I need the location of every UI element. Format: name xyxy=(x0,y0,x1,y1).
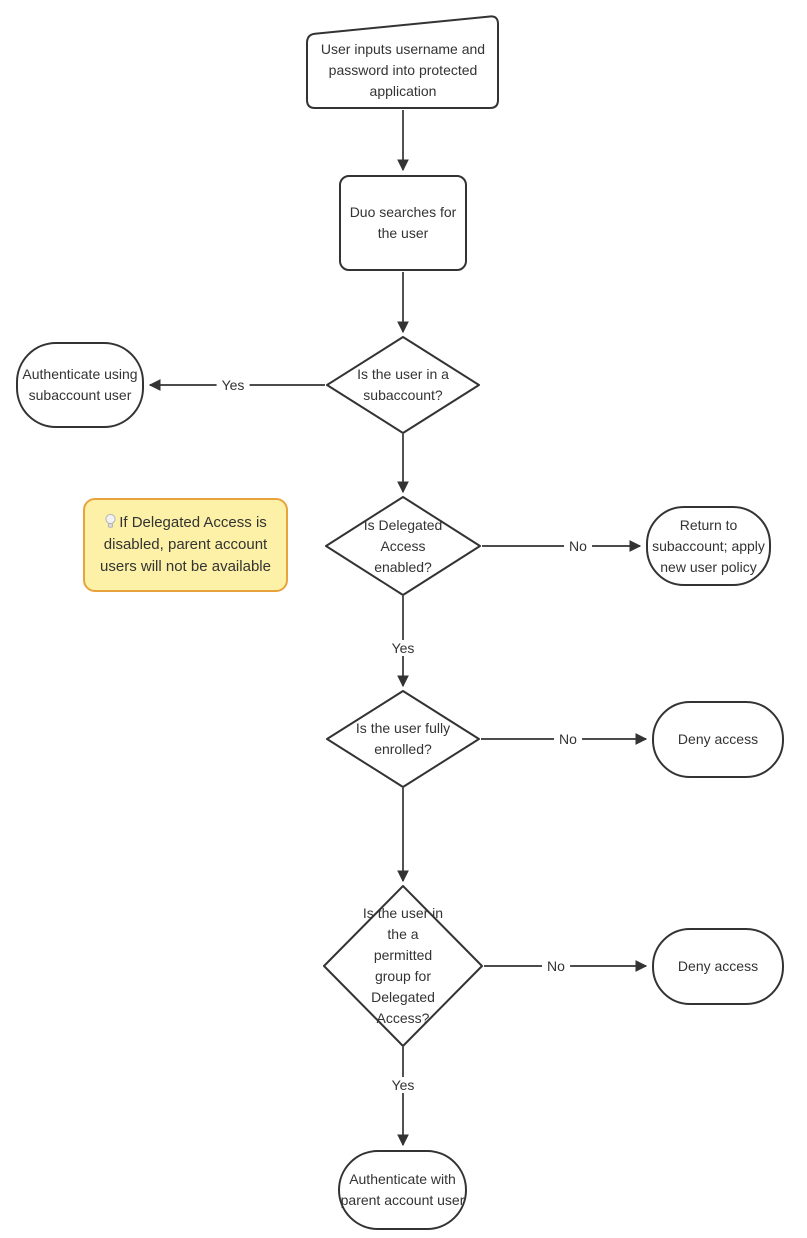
decision-delegated-label: Is Delegated Access enabled? xyxy=(363,516,443,575)
edge-label-no-enrolled: No xyxy=(554,731,582,747)
node-duo-searches: Duo searches for the user xyxy=(339,175,467,271)
node-authenticate-subaccount: Authenticate using subaccount user xyxy=(16,342,144,428)
decision-subaccount-shape xyxy=(326,336,480,434)
edge-label-yes-permitted: Yes xyxy=(386,1077,420,1093)
node-return-to-subaccount: Return to subaccount; apply new user pol… xyxy=(646,506,771,586)
note-text: If Delegated Access is disabled, parent … xyxy=(100,513,271,575)
decision-enrolled-label: Is the user fully enrolled? xyxy=(355,720,451,757)
edge-label-no-permitted: No xyxy=(542,958,570,974)
node-authenticate-parent: Authenticate with parent account user xyxy=(338,1150,467,1230)
node-manual-input-label: User inputs username and password into p… xyxy=(320,40,486,99)
edge-label-yes-delegated: Yes xyxy=(386,640,420,656)
decision-delegated-shape xyxy=(325,496,481,596)
manual-input-shape xyxy=(306,15,499,109)
note-delegated-access: If Delegated Access is disabled, parent … xyxy=(83,498,288,592)
decision-permitted-label: Is the user in the a permitted group for… xyxy=(362,905,444,1026)
node-deny-access-1: Deny access xyxy=(652,701,784,778)
edge-label-no-delegated: No xyxy=(564,538,592,554)
edge-label-yes-subaccount: Yes xyxy=(216,377,250,393)
decision-subaccount-label: Is the user in a subaccount? xyxy=(357,366,449,403)
node-deny-access-2: Deny access xyxy=(652,928,784,1005)
decision-enrolled-shape xyxy=(326,690,480,788)
lightbulb-icon xyxy=(105,513,116,528)
decision-permitted-shape xyxy=(323,885,483,1047)
